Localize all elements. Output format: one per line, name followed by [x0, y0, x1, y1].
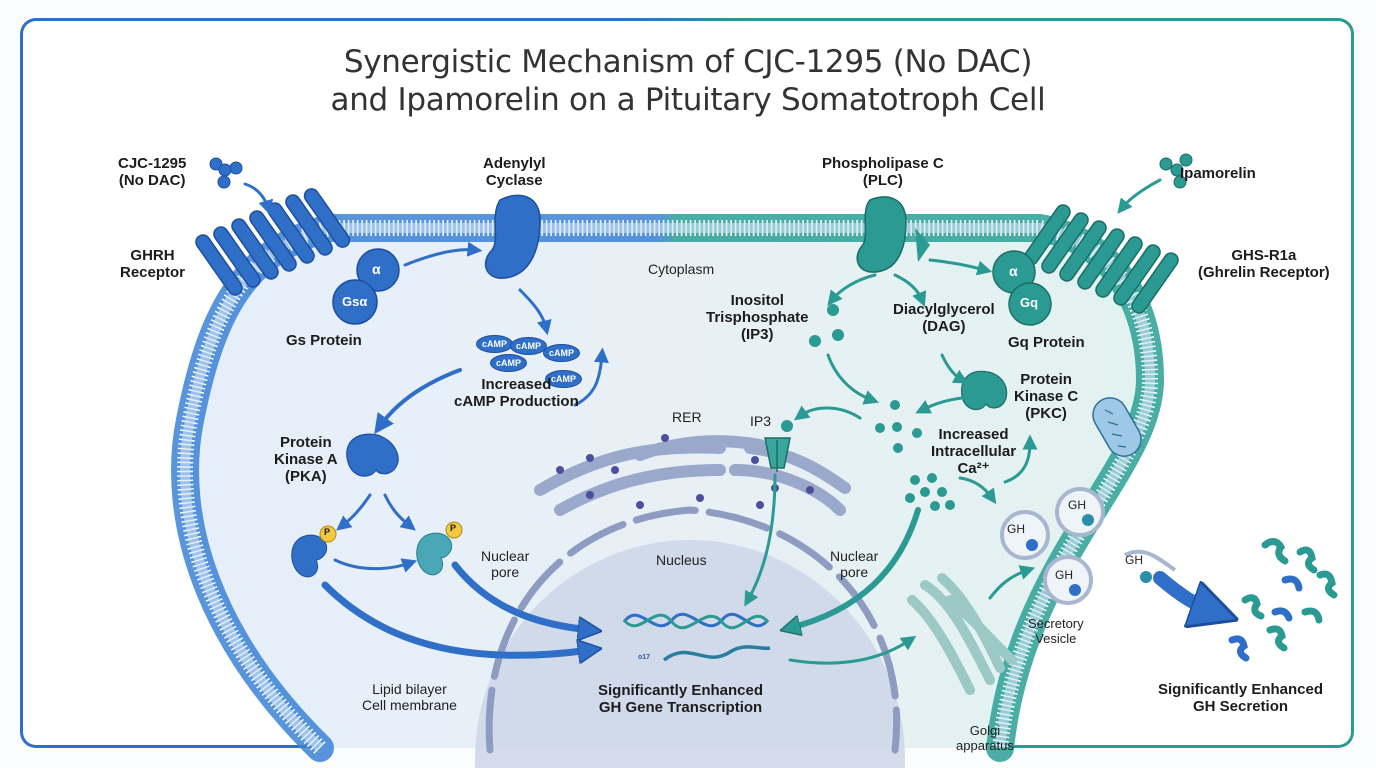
gs-protein-icon	[332, 248, 400, 325]
ghs-r1a-receptor-icon	[1023, 204, 1179, 314]
arrow-ip3-to-ca	[826, 353, 880, 405]
gh-label: GH	[1068, 498, 1086, 512]
diagram-title: Synergistic Mechanism of CJC-1295 (No DA…	[0, 44, 1376, 120]
golgi-apparatus-icon	[907, 573, 1017, 695]
secretory-vesicles	[1000, 487, 1177, 605]
phosphate-label-1: P	[324, 527, 331, 537]
label-phospholipase-c: Phospholipase C (PLC)	[822, 155, 944, 189]
label-gs-protein: Gs Protein	[286, 332, 362, 349]
label-pka: Protein Kinase A (PKA)	[274, 434, 338, 485]
rough-endoplasmic-reticulum	[534, 435, 851, 516]
gh-label: GH	[1125, 553, 1143, 567]
g-alpha-right: α	[1009, 263, 1018, 279]
ip3-receptor-channel-icon	[764, 420, 793, 472]
camp-chip: cAMP	[543, 344, 581, 362]
arrow-p2-to-dna	[451, 561, 590, 630]
label-calcium: Increased Intracellular Ca²⁺	[931, 426, 1017, 477]
phosphorylated-protein-1-icon	[291, 534, 328, 578]
label-gh-secretion: Significantly Enhanced GH Secretion	[1158, 681, 1324, 715]
camp-chip: cAMP	[545, 370, 583, 388]
title-line-1: Synergistic Mechanism of CJC-1295 (No DA…	[343, 44, 1033, 80]
pip2-icon	[915, 228, 930, 262]
g-sub-right: Gq	[1020, 295, 1039, 310]
label-cytoplasm: Cytoplasm	[648, 261, 715, 277]
cytoplasm-region	[185, 228, 1150, 748]
arrow-golgi-to-vesicle	[988, 565, 1036, 600]
g-sub-left: Gsα	[342, 294, 368, 309]
camp-chip: cAMP	[490, 354, 528, 372]
cjc-1295-ligand-icon	[209, 157, 243, 189]
label-pkc: Protein Kinase C (PKC)	[1014, 371, 1079, 422]
dna-tag: o17	[638, 654, 651, 661]
label-gq-protein: Gq Protein	[1008, 334, 1085, 351]
arrow-pka-to-p2	[383, 493, 416, 531]
ghrh-receptor-icon	[195, 188, 351, 296]
title-line-2: and Ipamorelin on a Pituitary Somatotrop…	[330, 81, 1046, 118]
calcium-ions	[875, 400, 955, 511]
label-camp-production: Increased cAMP Production	[454, 376, 579, 410]
gh-label: GH	[1055, 568, 1073, 582]
phosphate-label-2: P	[450, 523, 457, 533]
label-secretory-vesicle: Secretory Vesicle	[1028, 616, 1084, 646]
arrow-plc-to-dag	[893, 273, 927, 307]
label-rer: RER	[672, 409, 702, 425]
dna-helix-icon	[622, 612, 771, 662]
label-ghs-r1a: GHS-R1a (Ghrelin Receptor)	[1198, 247, 1330, 281]
arrow-pka-to-p1	[336, 493, 372, 531]
camp-chip: cAMP	[476, 335, 514, 353]
label-ip3-small: IP3	[750, 413, 772, 429]
phospholipase-c-icon	[856, 196, 907, 273]
phosphate-badge-1-icon	[319, 525, 337, 543]
arrow-ca-to-pkc	[1003, 434, 1038, 484]
arrow-p1-to-dna	[321, 581, 590, 655]
camp-chip: cAMP	[510, 337, 548, 355]
arrow-ca-to-dna	[790, 507, 921, 628]
label-dag: Diacylglycerol (DAG)	[893, 301, 995, 335]
arrow-cjc-to-receptor	[243, 182, 274, 216]
phosphorylated-protein-2-icon	[416, 532, 453, 576]
label-ghrh-receptor: GHRH Receptor	[120, 247, 186, 281]
label-nuclear-pore-right: Nuclear pore	[830, 548, 879, 580]
label-cjc-1295: CJC-1295 (No DAC)	[118, 155, 187, 189]
gh-label: GH	[1007, 522, 1025, 536]
mitochondrion-icon	[1092, 397, 1142, 457]
label-nucleus: Nucleus	[656, 552, 707, 568]
g-alpha-left: α	[372, 261, 381, 277]
arrow-dag-to-pkc	[940, 353, 969, 384]
arrow-ca-to-ip3r	[793, 405, 862, 421]
pka-icon	[346, 433, 399, 477]
ribosomes	[556, 434, 814, 509]
ip3-molecules	[809, 304, 844, 347]
label-ipamorelin: Ipamorelin	[1180, 165, 1256, 182]
nuclear-envelope	[485, 506, 900, 754]
arrow-ca-to-vesicle	[958, 476, 997, 505]
arrow-gh-secretion	[1153, 571, 1215, 612]
arrow-p1-to-p2	[333, 558, 418, 573]
arrow-camp-to-pka	[374, 368, 462, 435]
arrow-ip3r-to-dna	[744, 473, 777, 607]
label-nuclear-pore-left: Nuclear pore	[481, 548, 530, 580]
gq-protein-icon	[992, 250, 1052, 326]
adenylyl-cyclase-icon	[484, 194, 541, 279]
label-gh-transcription: Significantly Enhanced GH Gene Transcrip…	[598, 682, 764, 716]
pkc-icon	[960, 370, 1008, 411]
ipamorelin-ligand-icon	[1159, 153, 1193, 189]
label-golgi: Golgi apparatus	[956, 723, 1014, 753]
arrow-pkc-to-ca	[915, 396, 964, 414]
arrow-dna-to-golgi	[788, 635, 917, 665]
secreted-gh-molecules	[1228, 538, 1338, 662]
arrow-plc-to-gq	[928, 258, 993, 276]
arrow-ac-to-camp	[518, 288, 552, 336]
label-adenylyl-cyclase: Adenylyl Cyclase	[483, 155, 546, 189]
arrow-camp-loop	[573, 347, 609, 407]
label-lipid-bilayer: Lipid bilayer Cell membrane	[362, 681, 457, 713]
arrow-ipamorelin-to-receptor	[1117, 178, 1162, 214]
arrow-plc-to-ip3	[827, 273, 877, 306]
phosphate-badge-2-icon	[445, 521, 463, 539]
label-ip3: Inositol Trisphosphate (IP3)	[706, 292, 809, 343]
arrow-gs-to-ac	[403, 241, 483, 267]
